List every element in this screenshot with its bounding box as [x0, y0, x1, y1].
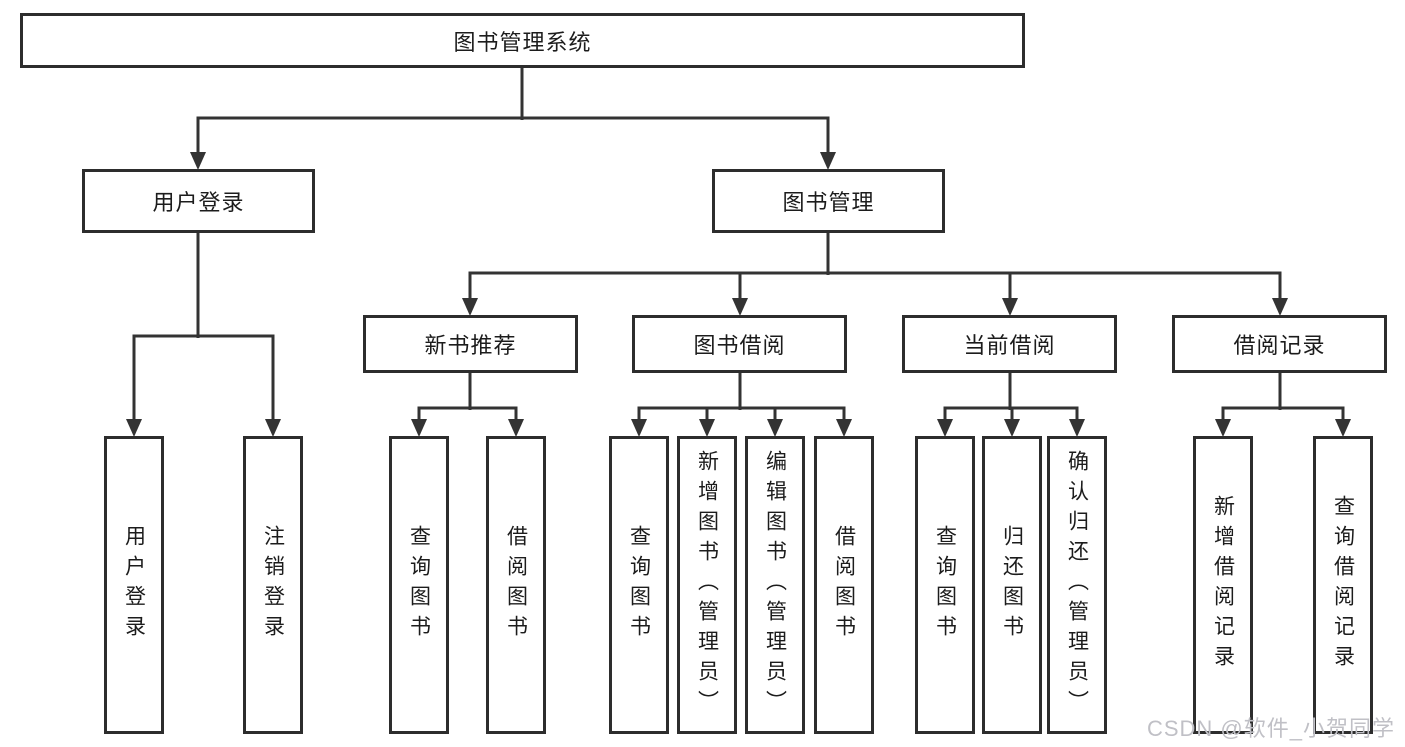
leaf-newbook-borrow-book-label: 借阅图书 [504, 525, 528, 645]
node-borrow-records: 借阅记录 [1172, 315, 1387, 373]
leaf-records-add-record: 新增借阅记录 [1193, 436, 1253, 734]
leaf-borrowing-query-book: 查询图书 [609, 436, 669, 734]
leaf-borrowing-borrow-book-label: 借阅图书 [832, 525, 856, 645]
leaf-newbook-query-book: 查询图书 [389, 436, 449, 734]
node-new-book-recommend-label: 新书推荐 [424, 333, 517, 358]
node-book-management-label: 图书管理 [782, 190, 875, 215]
leaf-user-login-label: 用户登录 [122, 525, 146, 645]
leaf-newbook-query-book-label: 查询图书 [407, 525, 431, 645]
node-library-system-label: 图书管理系统 [453, 29, 592, 55]
leaf-logout-label: 注销登录 [261, 525, 285, 645]
node-new-book-recommend: 新书推荐 [363, 315, 578, 373]
leaf-current-return-book: 归还图书 [982, 436, 1042, 734]
leaf-borrowing-edit-book-admin: 编辑图书（管理员） [745, 436, 805, 734]
node-book-borrowing-label: 图书借阅 [693, 333, 786, 358]
leaf-current-return-book-label: 归还图书 [1000, 525, 1024, 645]
leaf-borrowing-add-book-admin: 新增图书（管理员） [677, 436, 737, 734]
leaf-current-query-book: 查询图书 [915, 436, 975, 734]
leaf-borrowing-query-book-label: 查询图书 [627, 525, 651, 645]
node-borrow-records-label: 借阅记录 [1233, 333, 1326, 358]
leaf-newbook-borrow-book: 借阅图书 [486, 436, 546, 734]
node-user-login-label: 用户登录 [152, 190, 245, 215]
leaf-borrowing-borrow-book: 借阅图书 [814, 436, 874, 734]
node-current-borrowing-label: 当前借阅 [963, 333, 1056, 358]
leaf-user-login: 用户登录 [104, 436, 164, 734]
leaf-current-query-book-label: 查询图书 [933, 525, 957, 645]
leaf-borrowing-edit-book-admin-label: 编辑图书（管理员） [763, 450, 787, 720]
leaf-records-add-record-label: 新增借阅记录 [1211, 495, 1235, 675]
node-user-login: 用户登录 [82, 169, 315, 233]
leaf-records-query-record: 查询借阅记录 [1313, 436, 1373, 734]
leaf-logout: 注销登录 [243, 436, 303, 734]
leaf-current-confirm-return-admin: 确认归还（管理员） [1047, 436, 1107, 734]
watermark: CSDN @软件_小贺同学 [1146, 716, 1395, 741]
node-current-borrowing: 当前借阅 [902, 315, 1117, 373]
node-library-system: 图书管理系统 [20, 13, 1025, 68]
leaf-current-confirm-return-admin-label: 确认归还（管理员） [1065, 450, 1089, 720]
leaf-borrowing-add-book-admin-label: 新增图书（管理员） [695, 450, 719, 720]
leaf-records-query-record-label: 查询借阅记录 [1331, 495, 1355, 675]
node-book-management: 图书管理 [712, 169, 945, 233]
node-book-borrowing: 图书借阅 [632, 315, 847, 373]
